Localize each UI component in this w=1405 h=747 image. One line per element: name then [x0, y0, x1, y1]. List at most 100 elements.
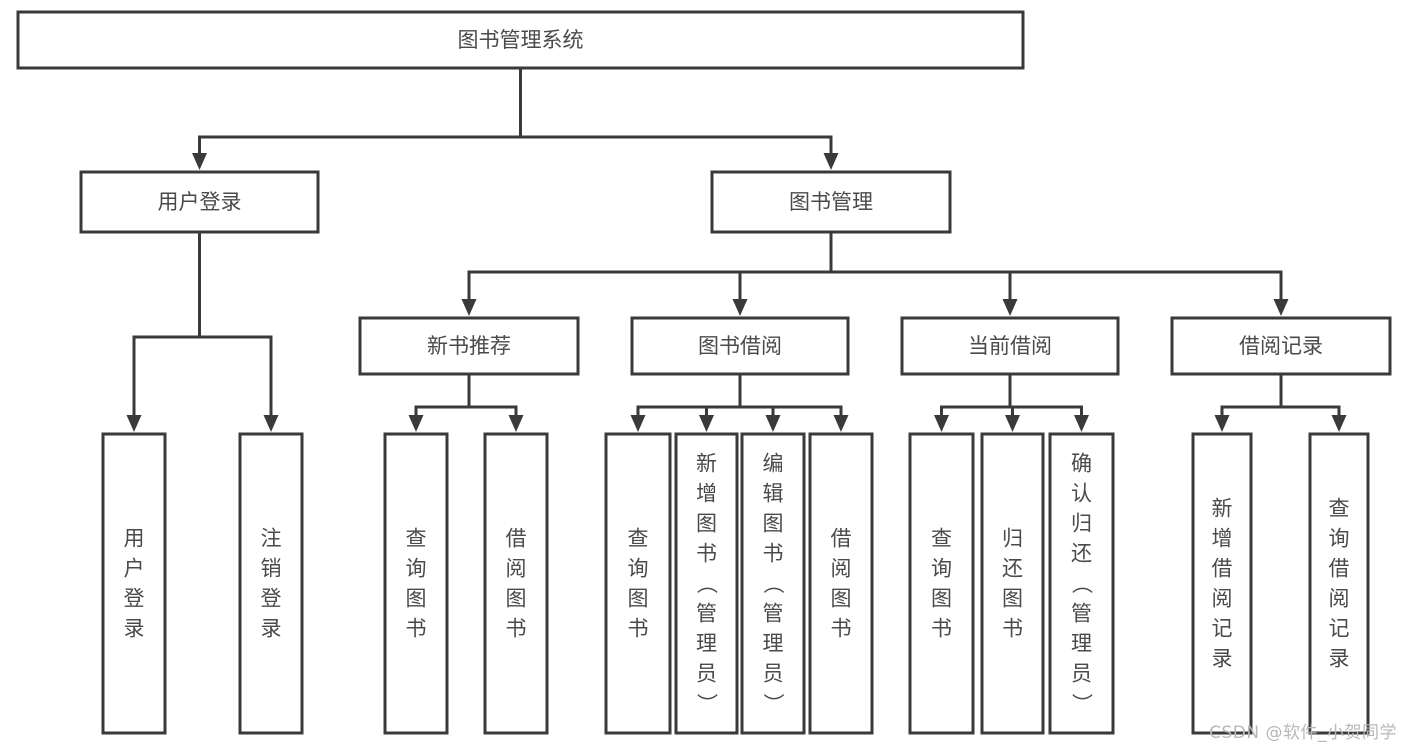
- edge-l2-l3-1-4: [630, 374, 742, 432]
- node-label-char: 还: [1002, 557, 1023, 581]
- node-l1-0[interactable]: 用户登录: [79, 170, 320, 234]
- node-label-char: 借: [1329, 557, 1350, 581]
- node-label-char: 记: [1212, 617, 1233, 641]
- node-label-char: 新: [1212, 497, 1233, 521]
- arrow-head-icon: [630, 415, 646, 432]
- edge-login-0: [126, 232, 201, 432]
- node-l2-0[interactable]: 新书推荐: [358, 316, 580, 376]
- connector-line: [1279, 374, 1341, 417]
- node-box[interactable]: [483, 432, 549, 735]
- node-label-char: 增: [696, 482, 717, 506]
- node-l3-0[interactable]: 用户登录: [101, 432, 167, 735]
- node-label-char: 阅: [1329, 587, 1350, 611]
- node-label-char: 图: [628, 587, 649, 611]
- edge-l2-l3-2-10: [1008, 374, 1089, 432]
- node-label: 借阅记录: [1239, 334, 1323, 358]
- node-label-char: 归: [1002, 527, 1023, 551]
- node-box[interactable]: [808, 432, 874, 735]
- node-label-char: ）: [695, 693, 719, 714]
- node-label-char: 录: [1329, 647, 1350, 671]
- node-label-char: 图: [931, 587, 952, 611]
- edge-l1-l2-2: [829, 232, 1018, 316]
- edge-login-1: [198, 232, 279, 432]
- connector-line: [467, 232, 833, 301]
- node-box[interactable]: [1308, 432, 1370, 735]
- arrow-head-icon: [408, 415, 424, 432]
- node-label-char: ）: [761, 693, 785, 714]
- connector-line: [198, 68, 522, 155]
- node-box[interactable]: [908, 432, 975, 735]
- node-label-char: 图: [831, 587, 852, 611]
- node-box[interactable]: [79, 170, 320, 234]
- arrow-head-icon: [1002, 299, 1018, 316]
- arrow-head-icon: [1214, 415, 1230, 432]
- node-label-char: 增: [1212, 527, 1233, 551]
- edge-l2-l3-2-9: [1005, 374, 1020, 432]
- node-box[interactable]: [630, 316, 850, 376]
- node-label-char: 查: [628, 527, 649, 551]
- arrow-head-icon: [823, 153, 839, 170]
- node-box[interactable]: [101, 432, 167, 735]
- node-label-char: 书: [763, 542, 784, 566]
- edge-l2-l3-1-6: [738, 374, 781, 432]
- node-label-char: 书: [931, 617, 952, 641]
- connector-line: [198, 232, 273, 417]
- edge-root-0: [192, 68, 522, 170]
- node-box[interactable]: [358, 316, 580, 376]
- node-root-0[interactable]: 图书管理系统: [16, 10, 1025, 70]
- node-box[interactable]: [900, 316, 1120, 376]
- node-box[interactable]: [604, 432, 672, 735]
- node-box[interactable]: [710, 170, 952, 234]
- node-label-char: （: [695, 573, 719, 594]
- node-box[interactable]: [980, 432, 1045, 735]
- node-label-char: 书: [506, 617, 527, 641]
- node-label-char: 录: [261, 617, 282, 641]
- node-label-char: 理: [1071, 632, 1092, 656]
- node-label: 用户登录: [158, 190, 242, 214]
- edge-l1-l2-1: [732, 232, 833, 316]
- node-label-char: 记: [1329, 617, 1350, 641]
- node-label-char: 销: [261, 557, 282, 581]
- edge-l2-l3-2-8: [934, 374, 1012, 432]
- node-label-char: 登: [261, 587, 282, 611]
- node-box[interactable]: [674, 432, 739, 735]
- node-label-char: 书: [406, 617, 427, 641]
- node-l2-1[interactable]: 图书借阅: [630, 316, 850, 376]
- node-label-char: 理: [696, 632, 717, 656]
- node-box[interactable]: [16, 10, 1025, 70]
- arrow-head-icon: [732, 299, 748, 316]
- arrow-head-icon: [192, 153, 207, 170]
- node-label-char: 询: [406, 557, 427, 581]
- node-l2-3[interactable]: 借阅记录: [1170, 316, 1392, 376]
- node-label-char: 图: [506, 587, 527, 611]
- node-l2-2[interactable]: 当前借阅: [900, 316, 1120, 376]
- node-box[interactable]: [1191, 432, 1253, 735]
- node-box[interactable]: [740, 432, 806, 735]
- node-label-char: 书: [1002, 617, 1023, 641]
- arrow-head-icon: [1331, 415, 1347, 432]
- node-box[interactable]: [1048, 432, 1115, 735]
- node-label-char: 新: [696, 452, 717, 476]
- node-label-char: 管: [763, 602, 784, 626]
- node-box[interactable]: [1170, 316, 1392, 376]
- node-label-char: 查: [931, 527, 952, 551]
- node-box[interactable]: [238, 432, 304, 735]
- connector-line: [738, 374, 843, 417]
- node-label-char: 询: [931, 557, 952, 581]
- node-box[interactable]: [383, 432, 449, 735]
- node-l1-1[interactable]: 图书管理: [710, 170, 952, 234]
- node-label-char: 查: [1329, 497, 1350, 521]
